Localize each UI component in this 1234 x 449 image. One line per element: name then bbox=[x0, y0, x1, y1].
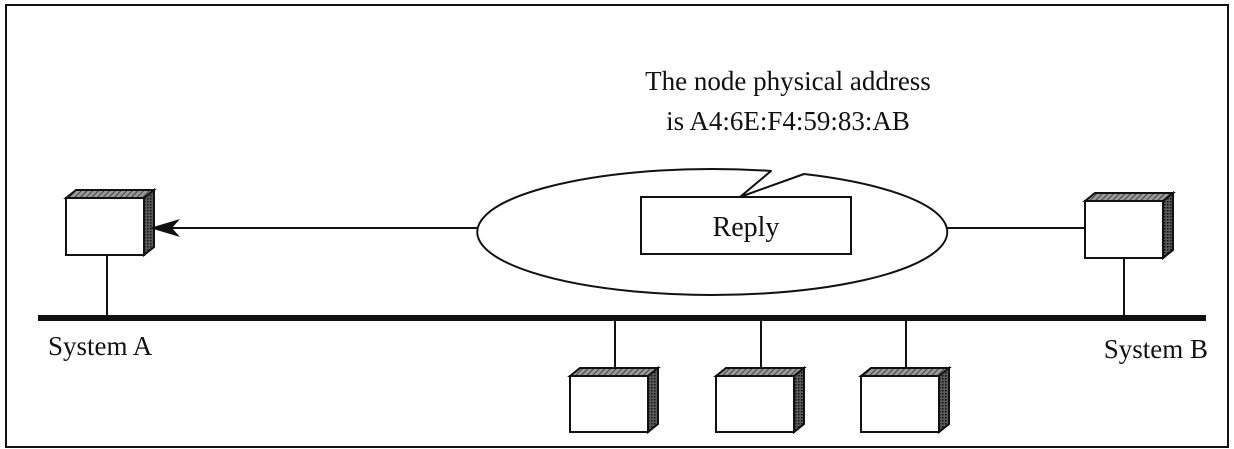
other-node-2 bbox=[713, 320, 807, 435]
system-a-label: System A bbox=[48, 331, 153, 361]
diagram-frame bbox=[5, 4, 1229, 448]
bubble-text-line-1: The node physical address bbox=[645, 66, 931, 96]
other-node-3 bbox=[858, 320, 952, 435]
system-a-node bbox=[63, 187, 157, 316]
reply-label: Reply bbox=[713, 212, 780, 243]
reply-packet: Reply bbox=[640, 196, 852, 255]
speech-bubble: The node physical address is A4:6E:F4:59… bbox=[476, 66, 949, 296]
system-b-label: System B bbox=[1104, 334, 1208, 364]
bubble-text-line-2: is A4:6E:F4:59:83:AB bbox=[666, 106, 910, 136]
other-node-1 bbox=[567, 320, 661, 435]
system-b-node bbox=[1082, 190, 1176, 316]
